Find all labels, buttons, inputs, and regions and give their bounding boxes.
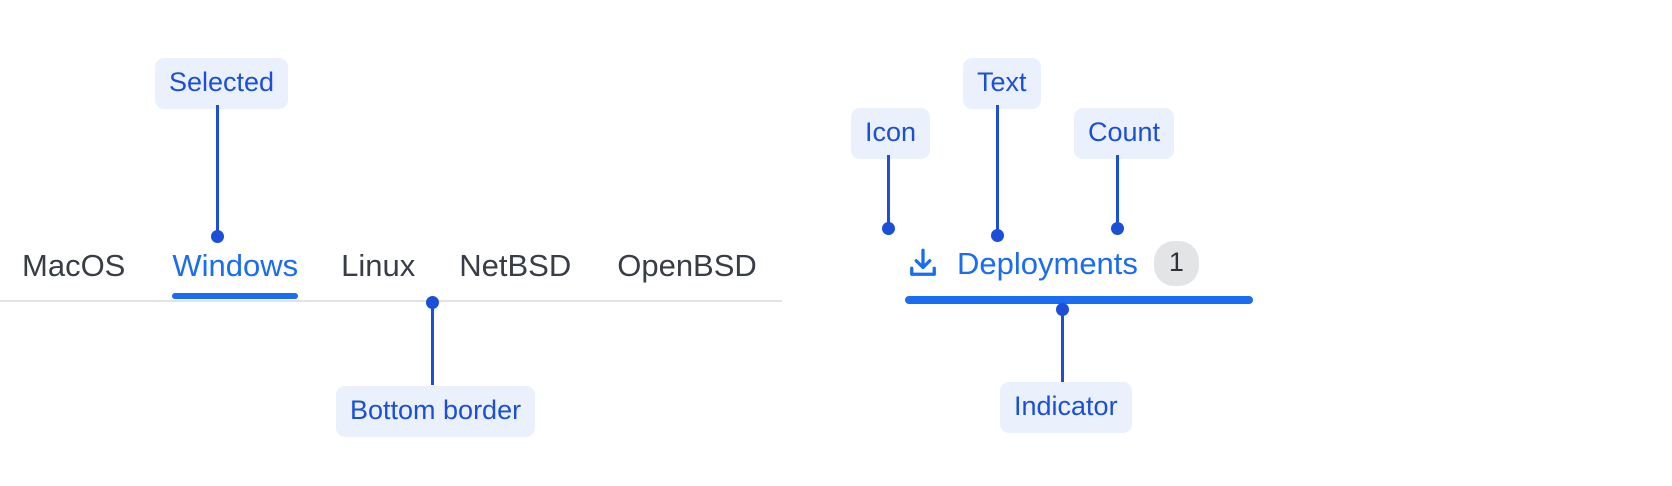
tabs-bottom-divider (0, 300, 782, 302)
tab-linux[interactable]: Linux (341, 250, 415, 299)
deployments-tab-group: Deployments 1 (905, 240, 1253, 305)
os-tab-bar: MacOS Windows Linux NetBSD OpenBSD (0, 243, 782, 305)
annotation-label-icon: Icon (851, 108, 931, 159)
download-icon (905, 245, 941, 281)
deployments-indicator (905, 296, 1253, 304)
tab-windows-underline (172, 293, 299, 299)
annotation-label-indicator: Indicator (1000, 382, 1132, 433)
annotation-label-bottom-border: Bottom border (336, 386, 536, 437)
tab-windows[interactable]: Windows (172, 248, 299, 299)
annotation-label-selected: Selected (155, 58, 289, 109)
annotation-connector-bottom-border (431, 302, 434, 385)
tab-macos-label: MacOS (22, 248, 126, 283)
annotation-connector-text (996, 105, 999, 235)
annotation-label-text: Text (963, 58, 1041, 109)
annotation-dot-text (991, 229, 1004, 242)
tab-openbsd-label: OpenBSD (617, 248, 757, 283)
annotation-connector-count (1116, 155, 1119, 233)
annotation-connector-selected (216, 105, 219, 235)
os-tab-list: MacOS Windows Linux NetBSD OpenBSD (0, 243, 757, 299)
tab-netbsd[interactable]: NetBSD (459, 250, 571, 299)
annotation-connector-icon (887, 155, 890, 233)
tab-netbsd-label: NetBSD (459, 248, 572, 283)
deployments-count-badge: 1 (1153, 240, 1199, 286)
annotation-dot-icon (882, 222, 895, 235)
tab-openbsd[interactable]: OpenBSD (617, 250, 757, 299)
annotation-dot-count (1111, 222, 1124, 235)
annotation-connector-indicator (1061, 309, 1064, 382)
deployments-tab[interactable]: Deployments 1 (905, 240, 1199, 299)
tab-macos[interactable]: MacOS (22, 250, 125, 299)
annotation-label-count: Count (1074, 108, 1175, 159)
tab-windows-label: Windows (172, 248, 299, 283)
tab-linux-label: Linux (341, 248, 416, 283)
deployments-label: Deployments (957, 245, 1138, 281)
annotation-dot-selected (211, 230, 224, 243)
